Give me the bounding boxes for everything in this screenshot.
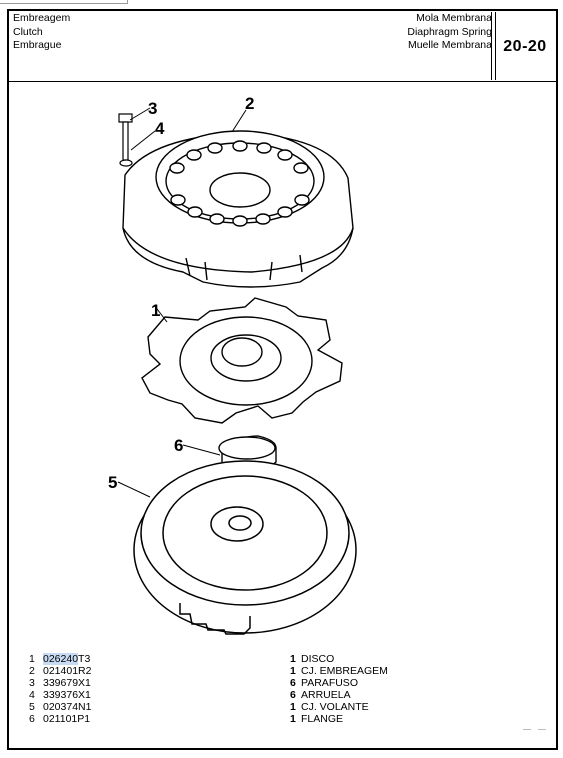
section-title: Embreagem Clutch Embrague bbox=[13, 12, 70, 53]
quantity: 1 bbox=[290, 701, 296, 713]
item-index: 6 bbox=[29, 713, 35, 725]
page-header: Embreagem Clutch Embrague Mola Membrana … bbox=[9, 10, 558, 82]
callout-leaders bbox=[117, 107, 247, 498]
description: CJ. VOLANTE bbox=[301, 701, 369, 713]
description: DISCO bbox=[301, 653, 335, 665]
part-number[interactable]: 020374N1 bbox=[43, 701, 92, 713]
page-frame bbox=[7, 9, 558, 750]
callout-6: 6 bbox=[174, 436, 183, 455]
callout-labels: 1 2 3 4 5 6 bbox=[108, 94, 254, 492]
item-index: 4 bbox=[29, 689, 35, 701]
parts-row: 6 021101P1 bbox=[29, 713, 113, 725]
flywheel-assembly bbox=[133, 460, 357, 635]
part-number-suffix: T3 bbox=[78, 653, 91, 665]
scan-mark bbox=[538, 729, 546, 730]
exploded-view-diagram: 1 2 3 4 5 6 bbox=[108, 94, 357, 635]
description-row: 1 DISCO bbox=[290, 653, 388, 665]
quantity: 6 bbox=[290, 689, 296, 701]
quantity: 6 bbox=[290, 677, 296, 689]
description-row: 1 CJ. VOLANTE bbox=[290, 701, 388, 713]
description: CJ. EMBREAGEM bbox=[301, 665, 388, 677]
parts-row: 3 339679X1 bbox=[29, 677, 113, 689]
callout-1: 1 bbox=[151, 301, 160, 320]
description: PARAFUSO bbox=[301, 677, 358, 689]
part-number[interactable]: 021401R2 bbox=[43, 665, 92, 677]
description-row: 6 PARAFUSO bbox=[290, 677, 388, 689]
part-number[interactable]: 021101P1 bbox=[43, 713, 91, 725]
component-title-en: Diaphragm Spring bbox=[407, 25, 492, 38]
item-index: 1 bbox=[29, 653, 35, 665]
parts-list: 1 026240T3 2 021401R2 3 339679X1 4 33937… bbox=[29, 653, 113, 725]
parts-descriptions: 1 DISCO 1 CJ. EMBREAGEM 6 PARAFUSO 6 ARR… bbox=[290, 653, 388, 725]
quantity: 1 bbox=[290, 665, 296, 677]
section-title-pt: Embreagem bbox=[13, 12, 71, 24]
bolt-and-washer bbox=[118, 113, 133, 167]
item-index: 2 bbox=[29, 665, 35, 677]
description: FLANGE bbox=[301, 713, 344, 725]
parts-row: 4 339376X1 bbox=[29, 689, 113, 701]
parts-row: 1 026240T3 bbox=[29, 653, 113, 665]
clutch-disc bbox=[141, 297, 343, 424]
quantity: 1 bbox=[290, 653, 296, 665]
parts-row: 2 021401R2 bbox=[29, 665, 113, 677]
page-number: 20-20 bbox=[503, 38, 547, 55]
scan-mark bbox=[523, 729, 531, 730]
header-divider bbox=[491, 12, 492, 80]
callout-2: 2 bbox=[245, 94, 254, 113]
description-row: 1 CJ. EMBREAGEM bbox=[290, 665, 388, 677]
description: ARRUELA bbox=[301, 689, 351, 701]
callout-5: 5 bbox=[108, 473, 117, 492]
part-number[interactable]: 026240T3 bbox=[43, 653, 113, 665]
parts-row: 5 020374N1 bbox=[29, 701, 113, 713]
part-number-highlight: 026240 bbox=[43, 653, 79, 665]
callout-4: 4 bbox=[155, 119, 165, 138]
quantity: 1 bbox=[290, 713, 296, 725]
component-title: Mola Membrana Diaphragm Spring Muelle Me… bbox=[407, 12, 492, 53]
item-index: 5 bbox=[29, 701, 35, 713]
part-number[interactable]: 339679X1 bbox=[43, 677, 91, 689]
section-title-es: Embrague bbox=[13, 39, 62, 51]
section-title-en: Clutch bbox=[13, 25, 43, 38]
callout-3: 3 bbox=[148, 99, 157, 118]
part-number[interactable]: 339376X1 bbox=[43, 689, 91, 701]
component-title-es: Muelle Membrana bbox=[407, 39, 492, 51]
pressure-plate-assembly bbox=[122, 130, 354, 288]
page-number-box: 20-20 bbox=[495, 12, 554, 80]
description-row: 6 ARRUELA bbox=[290, 689, 388, 701]
item-index: 3 bbox=[29, 677, 35, 689]
description-row: 1 FLANGE bbox=[290, 713, 388, 725]
window-tab-edge bbox=[0, 0, 128, 4]
component-title-pt: Mola Membrana bbox=[416, 12, 492, 24]
